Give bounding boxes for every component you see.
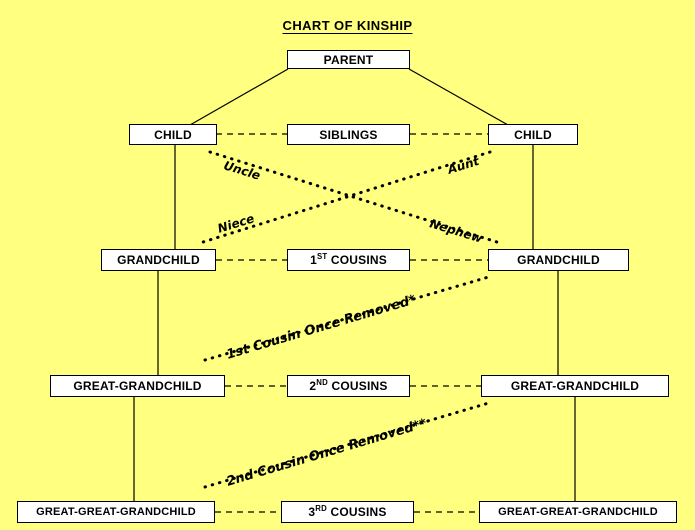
node-child-right: CHILD — [488, 124, 578, 145]
node-2nd-cousins-label: 2ND COUSINS — [309, 378, 388, 393]
node-great-great-grandchild-left-label: GREAT-GREAT-GRANDCHILD — [36, 506, 196, 518]
node-child-right-label: CHILD — [514, 127, 552, 142]
node-great-grandchild-left: GREAT-GRANDCHILD — [50, 375, 225, 397]
node-siblings: SIBLINGS — [287, 124, 410, 145]
node-great-grandchild-right: GREAT-GRANDCHILD — [481, 375, 669, 397]
node-grandchild-left: GRANDCHILD — [101, 249, 216, 271]
node-parent: PARENT — [287, 50, 410, 69]
node-siblings-label: SIBLINGS — [319, 127, 378, 142]
node-parent-label: PARENT — [323, 52, 374, 67]
node-3rd-cousins: 3RD COUSINS — [281, 501, 414, 523]
line-parent-to-child-right — [408, 68, 509, 126]
node-great-great-grandchild-left: GREAT-GREAT-GRANDCHILD — [17, 501, 215, 523]
node-grandchild-right-label: GRANDCHILD — [517, 253, 600, 267]
node-grandchild-left-label: GRANDCHILD — [117, 253, 200, 267]
node-2nd-cousins: 2ND COUSINS — [287, 375, 410, 397]
dotted-2nd-cousin-once-removed — [203, 400, 494, 489]
dotted-1st-cousin-once-removed — [203, 274, 494, 362]
dotted-uncle-nephew — [208, 150, 502, 245]
node-1st-cousins-label: 1ST COUSINS — [310, 252, 387, 267]
page-title: CHART OF KINSHIP — [282, 18, 413, 33]
line-parent-to-child-left — [189, 68, 289, 126]
node-great-grandchild-left-label: GREAT-GRANDCHILD — [73, 379, 202, 393]
node-great-grandchild-right-label: GREAT-GRANDCHILD — [510, 379, 640, 393]
node-great-great-grandchild-right: GREAT-GREAT-GRANDCHILD — [479, 501, 677, 523]
node-child-left-label: CHILD — [154, 127, 192, 142]
node-great-great-grandchild-right-label: GREAT-GREAT-GRANDCHILD — [498, 506, 658, 518]
dotted-aunt-niece — [198, 150, 492, 245]
node-1st-cousins: 1ST COUSINS — [287, 249, 410, 271]
node-grandchild-right: GRANDCHILD — [488, 249, 629, 271]
node-child-left: CHILD — [129, 124, 217, 145]
node-3rd-cousins-label: 3RD COUSINS — [308, 504, 387, 519]
